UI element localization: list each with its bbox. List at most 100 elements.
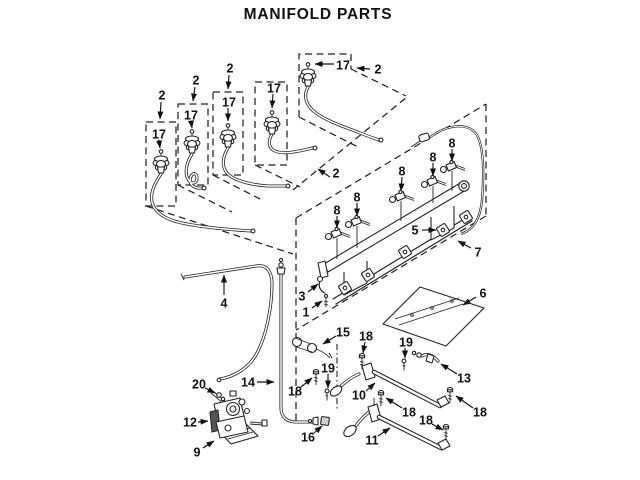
callout-arrow — [300, 377, 313, 388]
screw-19 — [401, 358, 407, 372]
callout-19-29: 19 — [321, 362, 335, 389]
part-number-label: 17 — [152, 128, 166, 142]
callout-17-7: 17 — [314, 59, 350, 73]
callout-arrow — [377, 427, 391, 437]
part-number-label: 17 — [336, 59, 350, 73]
callout-arrow — [365, 382, 376, 392]
orifice-part20 — [216, 392, 222, 398]
callout-8-14: 8 — [449, 137, 456, 162]
part-number-label: 5 — [412, 224, 419, 238]
callout-16-36: 16 — [301, 425, 323, 445]
part-number-label: 1 — [303, 306, 310, 320]
oven-tube-part4 — [180, 264, 274, 383]
gas-valve — [183, 129, 201, 154]
dashed-outlines — [145, 53, 487, 424]
tube14-fitting — [278, 262, 284, 268]
screw-18 — [442, 423, 450, 441]
gas-valve — [152, 149, 170, 174]
callout-arrow — [202, 440, 215, 449]
part-number-label: 19 — [399, 336, 413, 350]
callout-17-1: 17 — [152, 128, 166, 149]
part-number-label: 15 — [336, 326, 350, 340]
gas-valve — [219, 123, 237, 148]
callout-18-34: 18 — [419, 414, 444, 431]
callout-18-30: 18 — [288, 377, 313, 399]
part-number-label: 12 — [183, 416, 197, 430]
part-number-label: 2 — [159, 89, 166, 103]
callout-2-4: 2 — [225, 62, 234, 90]
callout-17-3: 17 — [184, 109, 198, 129]
callout-8-11: 8 — [354, 191, 361, 217]
part-number-label: 18 — [288, 385, 302, 399]
burner-tubes — [329, 362, 451, 451]
screw-18 — [377, 389, 385, 407]
callout-9-24: 9 — [194, 440, 215, 460]
part-number-label: 8 — [334, 204, 341, 218]
callout-arrow — [311, 300, 323, 309]
manifold-valve — [388, 189, 415, 204]
callout-8-13: 8 — [430, 151, 437, 177]
callout-arrow — [322, 335, 337, 345]
orifice-tip — [250, 228, 256, 234]
callout-arrow — [317, 168, 331, 178]
part-number-label: 7 — [475, 246, 482, 260]
part-number-label: 18 — [473, 406, 487, 420]
callout-17-6: 17 — [267, 82, 281, 109]
orifice-tip — [201, 185, 207, 191]
diagram-title: MANIFOLD PARTS — [244, 6, 393, 23]
orifice-tip — [285, 183, 291, 189]
callout-2-0: 2 — [157, 89, 166, 120]
callout-arrow — [440, 363, 458, 375]
part-number-label: 18 — [419, 414, 433, 428]
part-number-label: 8 — [449, 137, 456, 151]
orifice-tip — [312, 145, 318, 151]
part-number-label: 11 — [365, 434, 378, 448]
callout-3-18: 3 — [299, 283, 319, 304]
callout-arrow — [157, 101, 164, 120]
callout-2-9: 2 — [317, 167, 340, 181]
callout-18-33: 18 — [455, 395, 487, 420]
callout-20-22: 20 — [192, 378, 216, 394]
part-number-label: 8 — [354, 191, 361, 205]
callout-arrow — [455, 395, 474, 409]
part-number-label: 9 — [194, 446, 201, 460]
tube11-foot — [437, 438, 451, 451]
callout-6-17: 6 — [462, 287, 487, 306]
regulator-assembly — [209, 257, 330, 445]
callout-2-8: 2 — [356, 63, 382, 77]
elbow-fitting — [318, 280, 326, 294]
manifold-valve — [344, 214, 371, 229]
callout-8-12: 8 — [399, 165, 406, 192]
nut-part16 — [320, 416, 330, 426]
part-number-label: 17 — [222, 96, 236, 110]
callout-arrow — [313, 425, 323, 434]
callout-8-10: 8 — [334, 204, 341, 229]
venturi-part11 — [343, 424, 357, 438]
callout-12-23: 12 — [183, 416, 209, 430]
part-number-label: 18 — [359, 330, 373, 344]
callout-arrow — [269, 93, 276, 109]
callout-19-27: 19 — [399, 336, 413, 359]
callout-arrow — [197, 418, 209, 425]
callout-arrow — [191, 86, 198, 102]
gas-valve — [263, 110, 281, 135]
wire-connector — [418, 132, 431, 143]
gas-valve — [299, 62, 317, 87]
part-number-label: 18 — [402, 406, 416, 420]
part-number-label: 16 — [301, 431, 315, 445]
callout-arrow — [398, 176, 405, 192]
tube10-foot — [436, 395, 450, 408]
callout-arrow — [361, 341, 368, 354]
callout-7-16: 7 — [457, 240, 482, 260]
callout-arrow — [307, 283, 319, 293]
callout-arrow — [187, 120, 194, 129]
part-number-label: 20 — [192, 378, 206, 392]
part-number-label: 2 — [193, 74, 200, 88]
callout-4-20: 4 — [221, 274, 228, 311]
callout-11-35: 11 — [365, 427, 391, 448]
part-number-label: 14 — [241, 376, 255, 390]
part-number-label: 13 — [457, 372, 471, 386]
